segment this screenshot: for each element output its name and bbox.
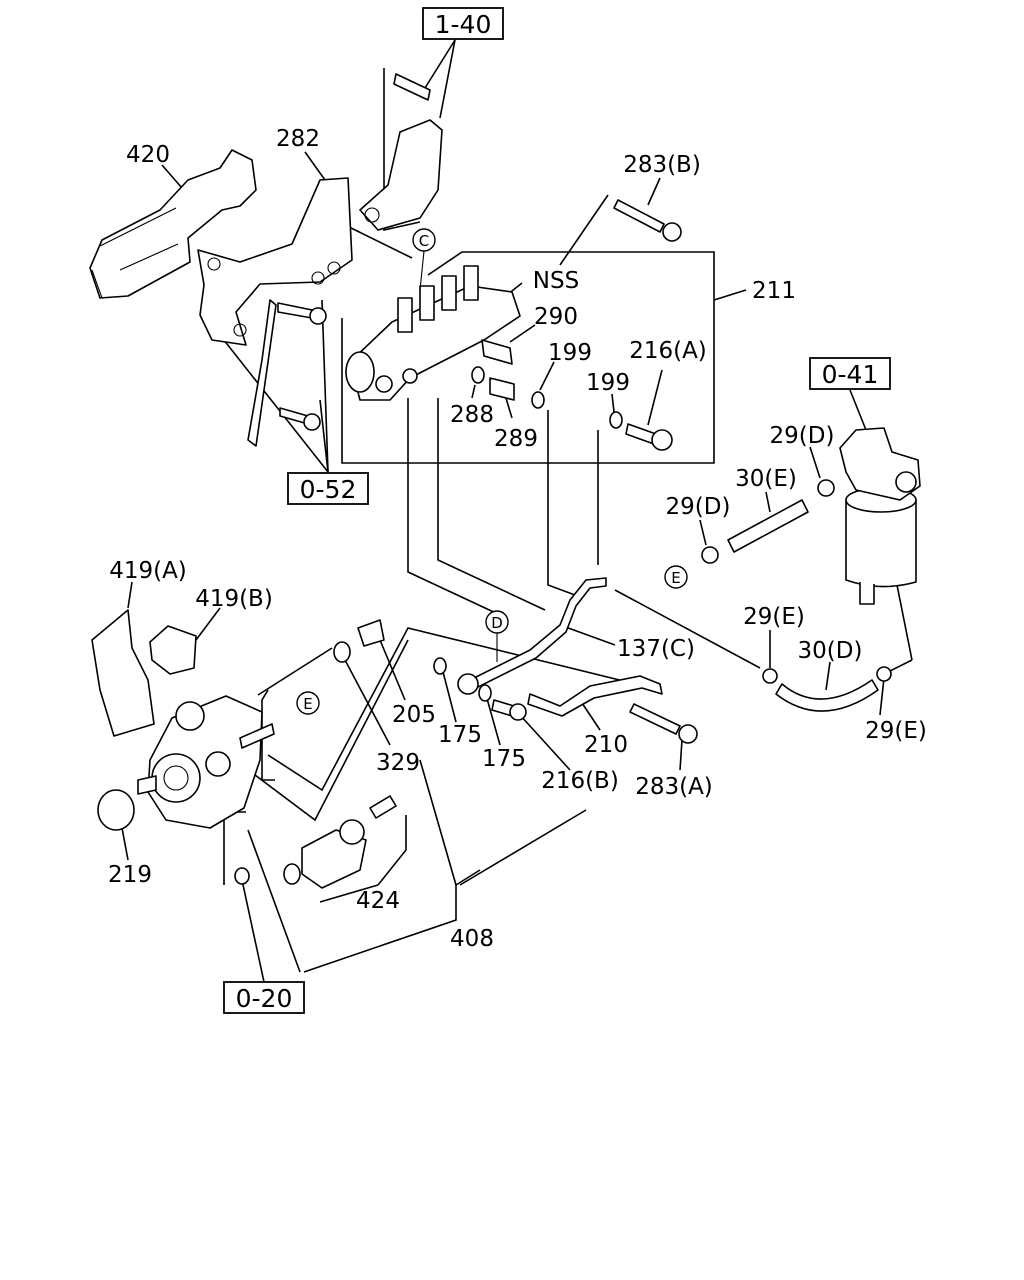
label-290[interactable]: 290: [534, 304, 578, 330]
label-420[interactable]: 420: [126, 142, 170, 168]
ref-box-1-40[interactable]: 1-40: [422, 7, 504, 40]
part-175-washer: [433, 657, 447, 675]
label-219[interactable]: 219: [108, 862, 152, 888]
part-419a-cover: [91, 609, 155, 737]
svg-text:C: C: [419, 232, 429, 250]
part-211-manifold: [345, 265, 521, 401]
part-289-fitting: [489, 377, 515, 401]
part-288-washer: [471, 366, 485, 384]
part-137c-eye: [457, 673, 479, 695]
part-329-oring: [333, 641, 351, 663]
part-205-fitting: [357, 619, 385, 647]
label-419b[interactable]: 419(B): [195, 586, 273, 612]
part-30d-hose: [775, 679, 879, 712]
part-283a-bolt: [629, 703, 698, 744]
label-199[interactable]: 199: [586, 370, 630, 396]
part-29e-clamp: [876, 666, 892, 682]
label-205[interactable]: 205: [392, 702, 436, 728]
ref-box-label: 0-41: [822, 360, 879, 389]
ref-box-0-20[interactable]: 0-20: [223, 981, 305, 1014]
label-289[interactable]: 289: [494, 426, 538, 452]
circle-label-e-pump: E: [296, 691, 320, 715]
label-199[interactable]: 199: [548, 340, 592, 366]
part-282-bracket: [197, 177, 353, 447]
label-216b[interactable]: 216(B): [541, 768, 619, 794]
part-labels: 420 282 283(B) NSS 211 290 199 216(A) 19…: [108, 126, 927, 952]
leader-lines: [121, 39, 913, 983]
label-137c[interactable]: 137(C): [617, 636, 695, 662]
part-1-40-bracket: [359, 73, 443, 231]
label-283b[interactable]: 283(B): [623, 152, 701, 178]
part-bolts-0-52: [277, 302, 327, 431]
label-29d[interactable]: 29(D): [666, 494, 731, 520]
label-175[interactable]: 175: [482, 746, 526, 772]
part-175-washer: [478, 684, 492, 702]
label-210[interactable]: 210: [584, 732, 628, 758]
part-137c-pipe: [469, 577, 607, 691]
circle-label-d: D: [485, 610, 509, 662]
part-29e-clamp: [762, 668, 778, 684]
label-30d[interactable]: 30(D): [798, 638, 863, 664]
label-282[interactable]: 282: [276, 126, 320, 152]
label-283a[interactable]: 283(A): [635, 774, 713, 800]
label-nss[interactable]: NSS: [533, 268, 579, 294]
part-290-connector: [481, 339, 513, 365]
ref-box-label: 0-20: [236, 984, 293, 1013]
part-419b-cover: [149, 625, 197, 675]
svg-text:E: E: [671, 569, 680, 587]
label-211[interactable]: 211: [752, 278, 796, 304]
ref-box-label: 0-52: [300, 475, 357, 504]
label-408[interactable]: 408: [450, 926, 494, 952]
part-210-pipe: [527, 675, 663, 717]
part-29d-clamp: [817, 479, 835, 497]
part-216a-bolt: [625, 423, 673, 451]
ref-box-label: 1-40: [435, 10, 492, 39]
part-fuel-filter: [839, 427, 921, 605]
part-supply-pump: [137, 695, 263, 829]
svg-text:E: E: [303, 695, 312, 713]
part-199-washer: [531, 391, 545, 409]
ref-box-0-41[interactable]: 0-41: [809, 357, 891, 390]
part-199-washer: [609, 411, 623, 429]
part-30e-hose: [727, 499, 809, 553]
label-424[interactable]: 424: [356, 888, 400, 914]
label-216a[interactable]: 216(A): [629, 338, 707, 364]
svg-text:D: D: [491, 614, 503, 632]
label-29d[interactable]: 29(D): [770, 423, 835, 449]
label-329[interactable]: 329: [376, 750, 420, 776]
part-washer: [234, 867, 250, 885]
part-424-valve: [283, 795, 397, 889]
label-288[interactable]: 288: [450, 402, 494, 428]
part-216b-bolt: [491, 699, 527, 721]
circle-label-c: C: [412, 228, 436, 291]
label-30e[interactable]: 30(E): [735, 466, 797, 492]
part-pump-bolt: [239, 723, 275, 749]
part-219-oring: [97, 789, 135, 831]
part-420-bracket: [89, 149, 257, 299]
label-29e[interactable]: 29(E): [865, 718, 927, 744]
label-29e[interactable]: 29(E): [743, 604, 805, 630]
label-175[interactable]: 175: [438, 722, 482, 748]
circle-label-e-filter: E: [664, 565, 688, 589]
ref-box-0-52[interactable]: 0-52: [287, 472, 369, 505]
part-283b-bolt: [613, 199, 682, 242]
label-419a[interactable]: 419(A): [109, 558, 187, 584]
part-29d-clamp: [701, 546, 719, 564]
